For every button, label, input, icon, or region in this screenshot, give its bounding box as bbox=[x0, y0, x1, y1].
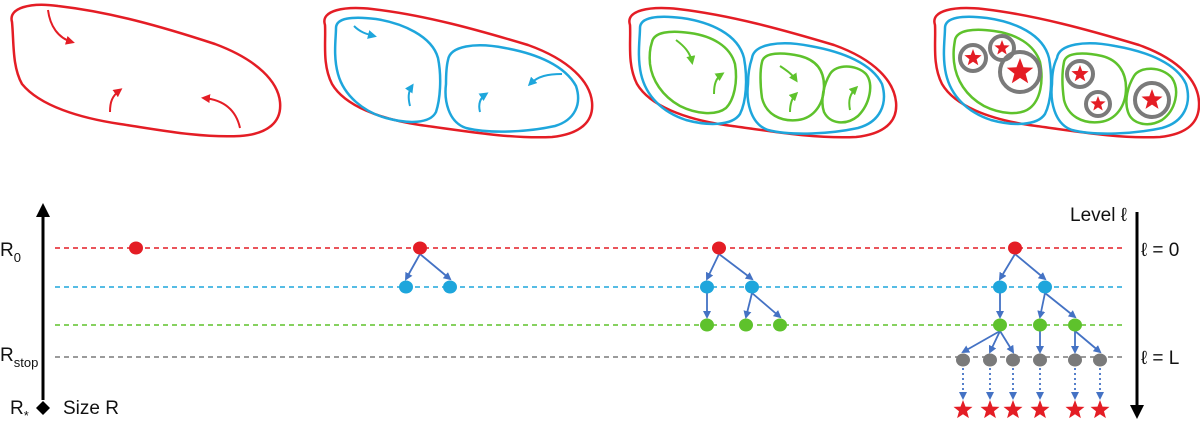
cloud-outline-green bbox=[1125, 67, 1178, 126]
label-level-last: ℓ = L bbox=[1141, 348, 1179, 369]
tree-edge bbox=[419, 253, 452, 281]
cloud-outline-green bbox=[821, 65, 872, 124]
star-icon bbox=[953, 400, 973, 419]
cloud-outline-blue bbox=[444, 44, 580, 133]
cloud-outline-blue bbox=[746, 42, 886, 135]
flow-arrow bbox=[478, 92, 489, 113]
star-icon bbox=[964, 49, 982, 66]
core-circle bbox=[1065, 59, 1095, 89]
tree-edge bbox=[405, 253, 421, 281]
tree-edge bbox=[988, 330, 1001, 354]
cloud-outline-green bbox=[952, 28, 1043, 115]
star-icon bbox=[1065, 400, 1085, 419]
tree-nodes bbox=[129, 241, 1107, 367]
tree-node-level-3 bbox=[956, 353, 970, 367]
tree-edge bbox=[1044, 292, 1077, 319]
tree-node-level-2 bbox=[773, 318, 787, 332]
tree-node-level-3 bbox=[1068, 353, 1082, 367]
star-icon bbox=[1003, 400, 1023, 419]
cloud-outline-blue bbox=[942, 15, 1053, 126]
star-icon bbox=[1141, 89, 1163, 109]
star-icon bbox=[1071, 65, 1089, 82]
cloud-outline-green bbox=[648, 30, 738, 115]
tree-edge bbox=[751, 292, 782, 319]
star-icon bbox=[1030, 400, 1050, 419]
flow-arrow bbox=[109, 88, 123, 113]
tree-node-level-2 bbox=[993, 318, 1007, 332]
label-rstop: Rstop bbox=[0, 345, 38, 370]
tree-edge bbox=[1074, 330, 1102, 354]
core-circle bbox=[1084, 90, 1112, 118]
tree-node-level-1 bbox=[443, 280, 457, 294]
tree-node-level-0 bbox=[1008, 241, 1022, 255]
cloud-outline-green bbox=[759, 52, 826, 122]
tree-edge bbox=[1037, 292, 1046, 319]
tree-node-level-1 bbox=[700, 280, 714, 294]
flow-arrow bbox=[353, 25, 377, 39]
tree-edge bbox=[999, 330, 1015, 354]
star-icon bbox=[1090, 96, 1106, 111]
tree-edge bbox=[998, 253, 1016, 281]
tree-node-level-1 bbox=[1038, 280, 1052, 294]
tree-node-level-1 bbox=[993, 280, 1007, 294]
cloud-outline-red bbox=[10, 3, 282, 138]
flow-arrow bbox=[404, 83, 414, 107]
size-axis-diamond bbox=[36, 401, 50, 415]
tree-node-level-0 bbox=[413, 241, 427, 255]
flow-arrow bbox=[788, 91, 799, 113]
tree-edges bbox=[405, 253, 1104, 400]
label-size-r: Size R bbox=[63, 398, 119, 419]
core-circle bbox=[1133, 81, 1171, 119]
tree-edge bbox=[705, 253, 720, 281]
star-icon bbox=[994, 40, 1010, 55]
tree-edge bbox=[743, 292, 753, 319]
tree-node-level-2 bbox=[739, 318, 753, 332]
flow-arrow bbox=[675, 39, 696, 65]
flow-arrow bbox=[848, 85, 859, 111]
label-r0: R0 bbox=[0, 240, 21, 265]
flow-arrow bbox=[47, 9, 75, 45]
cloud-panel-3 bbox=[628, 6, 898, 139]
label-rstar: R* bbox=[10, 398, 29, 423]
cloud-outline-red bbox=[323, 6, 594, 139]
tree-node-level-2 bbox=[1033, 318, 1047, 332]
tree-node-level-1 bbox=[745, 280, 759, 294]
tree-stars bbox=[953, 400, 1110, 419]
flow-arrow bbox=[201, 94, 241, 129]
star-icon bbox=[980, 400, 1000, 419]
cloud-panel-1 bbox=[10, 3, 282, 138]
tree-node-level-2 bbox=[1068, 318, 1082, 332]
cloud-panel-4 bbox=[933, 6, 1200, 139]
tree-node-level-3 bbox=[1093, 353, 1107, 367]
cloud-outline-blue bbox=[1050, 42, 1190, 135]
tree-node-level-3 bbox=[1033, 353, 1047, 367]
tree-edge bbox=[1014, 253, 1047, 281]
label-level-zero: ℓ = 0 bbox=[1141, 240, 1179, 261]
cloud-outline-blue bbox=[637, 15, 748, 126]
cloud-panel-2 bbox=[323, 6, 594, 139]
cloud-outline-green bbox=[1061, 52, 1128, 124]
core-circle bbox=[998, 50, 1042, 94]
cloud-outline-blue bbox=[333, 16, 442, 124]
flow-arrow bbox=[713, 72, 725, 95]
tree-edge bbox=[718, 253, 754, 281]
flow-arrow bbox=[779, 65, 798, 83]
tree-edge bbox=[961, 330, 1001, 353]
star-icon bbox=[1006, 58, 1034, 84]
flow-arrow bbox=[527, 73, 563, 87]
tree-node-level-2 bbox=[700, 318, 714, 332]
label-level-title: Level ℓ bbox=[1070, 205, 1127, 226]
tree-node-level-3 bbox=[983, 353, 997, 367]
star-icon bbox=[1090, 400, 1110, 419]
tree-node-level-0 bbox=[712, 241, 726, 255]
tree-node-level-0 bbox=[129, 241, 143, 255]
tree-node-level-3 bbox=[1006, 353, 1020, 367]
core-stars bbox=[964, 40, 1163, 111]
core-circle bbox=[958, 43, 988, 73]
tree-node-level-1 bbox=[399, 280, 413, 294]
